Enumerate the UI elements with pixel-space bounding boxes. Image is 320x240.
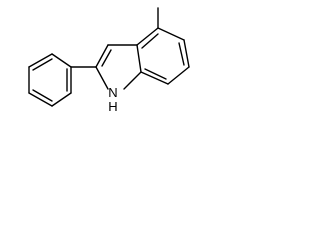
double-bond-inner [144,68,167,80]
hydrogen-label: H [108,99,117,114]
bond [123,71,142,90]
double-bond-inner [141,33,159,49]
double-bond-inner [32,58,53,71]
pyrrole-ring [95,44,142,90]
benzo-ring [136,27,190,85]
nitrogen-label: N [108,85,117,100]
bond [167,66,190,85]
bond [95,44,109,68]
bond [136,44,142,73]
double-bond-inner [178,42,185,66]
chemical-structure: N H [28,7,190,114]
bond [28,53,53,68]
phenyl-ring [28,53,72,107]
bond [183,39,190,68]
bond [28,92,53,107]
bond [95,66,109,90]
bond [157,27,185,41]
bond [140,71,169,85]
bond [51,92,72,107]
bond [136,27,159,46]
double-bond-inner [32,89,53,102]
bond [51,53,72,68]
double-bond-inner [101,49,112,67]
